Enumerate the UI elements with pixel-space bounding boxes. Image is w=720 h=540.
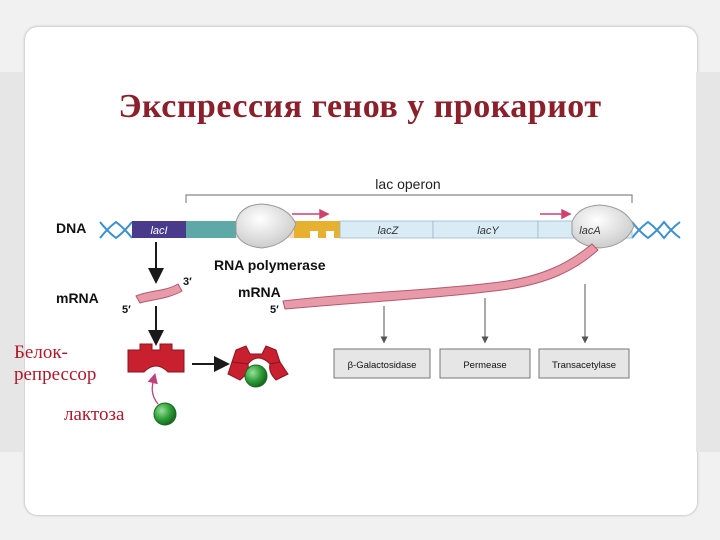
dna-label: DNA bbox=[56, 220, 86, 236]
lactose-label: лактоза bbox=[64, 404, 125, 425]
lactose-molecule bbox=[153, 402, 177, 426]
five-prime-right: 5′ bbox=[270, 304, 279, 316]
lacY-label: lacY bbox=[477, 225, 499, 237]
three-prime: 3′ bbox=[183, 276, 192, 288]
galactosidase-label: β-Galactosidase bbox=[348, 360, 417, 371]
product-galactosidase bbox=[333, 348, 431, 379]
dna-helix-right bbox=[631, 220, 681, 240]
promoter bbox=[186, 221, 236, 238]
lacA-label: lacA bbox=[579, 225, 600, 237]
slide-card bbox=[24, 26, 698, 516]
five-prime-left: 5′ bbox=[122, 304, 131, 316]
operon-label: lac operon bbox=[375, 176, 440, 192]
mrna-lacI bbox=[135, 283, 183, 304]
operator bbox=[294, 221, 340, 238]
mrna-right-label: mRNA bbox=[238, 284, 281, 300]
lacZ-label: lacZ bbox=[378, 225, 400, 237]
dna-helix-left bbox=[99, 220, 133, 240]
product-permease bbox=[439, 348, 531, 379]
lacI-gene bbox=[132, 221, 186, 238]
slide-band-left bbox=[0, 72, 24, 452]
repressor-active bbox=[127, 343, 185, 373]
transcription-arrow-right bbox=[540, 208, 572, 220]
lacI-label: lacI bbox=[150, 225, 167, 237]
repressor-label-line2: репрессор bbox=[14, 364, 97, 385]
rna-polymerase-label: RNA polymerase bbox=[214, 257, 326, 273]
rna-polymerase-left bbox=[235, 203, 297, 249]
operon-bracket bbox=[185, 194, 633, 203]
slide-title: Экспрессия генов у прокариот bbox=[118, 88, 602, 125]
mrna-left-label: mRNA bbox=[56, 290, 99, 306]
mrna-polycistronic bbox=[282, 243, 599, 310]
permease-label: Permease bbox=[463, 360, 506, 371]
repressor-label-line1: Белок- bbox=[14, 342, 68, 363]
arrow-lactose-to-repressor bbox=[147, 372, 159, 405]
rna-polymerase-right bbox=[571, 204, 635, 249]
transcription-arrow-left bbox=[292, 208, 330, 220]
repressor-inactive bbox=[227, 345, 289, 381]
slide-band-right bbox=[696, 72, 720, 452]
transacetylase-label: Transacetylase bbox=[552, 360, 616, 371]
product-transacetylase bbox=[538, 348, 630, 379]
lactose-bound bbox=[244, 364, 268, 388]
